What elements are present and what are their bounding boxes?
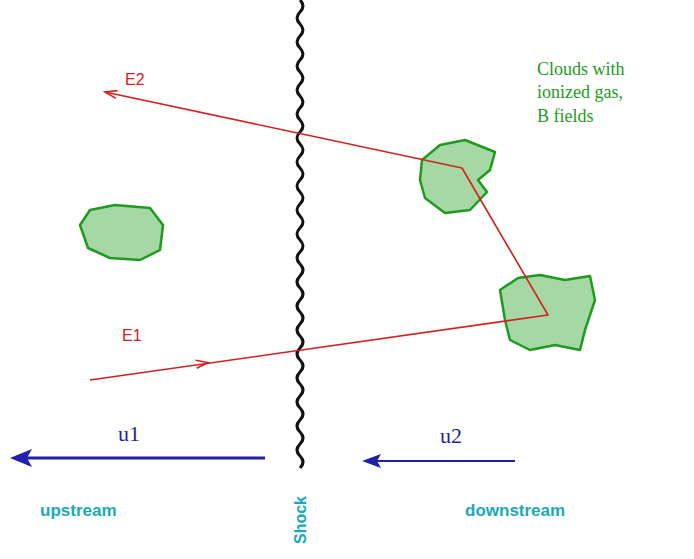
- cloud: [500, 275, 595, 350]
- velocity-label: u1: [118, 420, 140, 449]
- arrowhead: [196, 360, 209, 368]
- particle-path: [90, 92, 548, 380]
- cloud: [420, 140, 495, 213]
- shock-label: Shock: [291, 496, 312, 544]
- energy-label: E1: [122, 326, 142, 347]
- flow-arrow: [376, 460, 515, 462]
- velocity-label: u2: [440, 422, 462, 451]
- shock-front: [297, 0, 303, 468]
- region-label: upstream: [40, 500, 117, 522]
- arrowhead: [362, 454, 381, 468]
- note-label: Clouds with ionized gas, B fields: [537, 58, 633, 128]
- cloud: [80, 205, 163, 260]
- region-label: downstream: [465, 500, 565, 522]
- flow-arrow: [24, 457, 265, 460]
- arrowhead: [10, 449, 32, 467]
- arrowhead: [105, 91, 118, 99]
- energy-label: E2: [125, 70, 145, 91]
